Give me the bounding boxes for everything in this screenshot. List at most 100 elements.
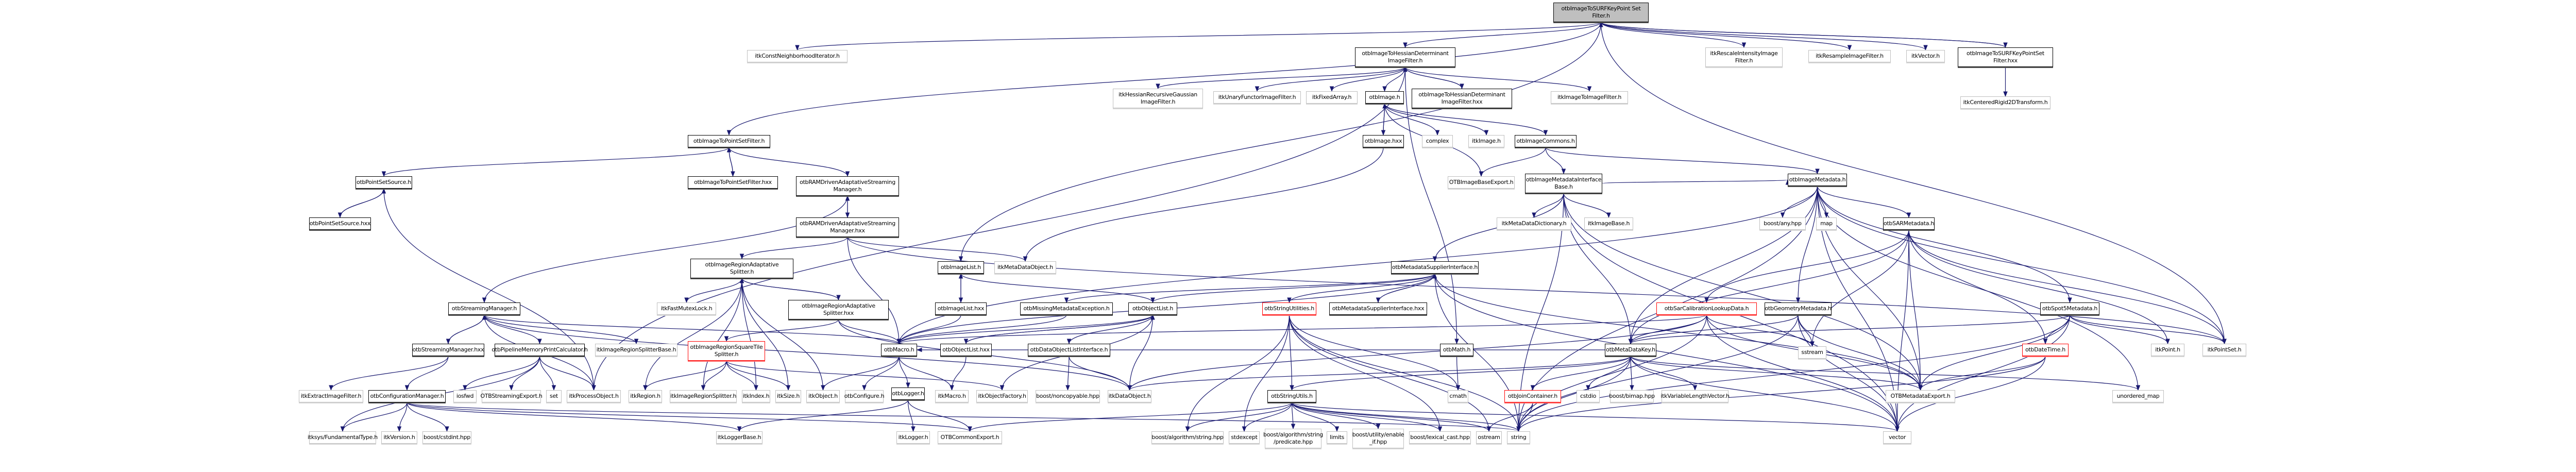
edge-imgToPS-to-psSource — [381, 147, 730, 177]
edge-metaDataKey-to-stringUtils — [1290, 356, 1631, 391]
edge-configMgr-to-loggerBase — [406, 402, 742, 432]
edge-streamMgrHxx-to-extractImg — [329, 356, 449, 391]
edge-imgCommons-to-mdIfaceBase — [1545, 147, 1566, 175]
edge-mdIfaceBase-to-metaDataKey — [1563, 193, 1633, 345]
graph-node-object-list-hxx[interactable]: otbObjectList.hxx — [940, 344, 992, 356]
edge-stringUtilities-to-string — [1289, 314, 1521, 432]
edge-otbLogger-to-itkLogger — [907, 399, 916, 432]
edge-metaDataKey-to-joinContainer — [1530, 356, 1631, 391]
graph-node-hess-det[interactable]: otbImageToHessianDeterminant ImageFilter… — [1355, 47, 1455, 67]
graph-node-otb-image[interactable]: otbImage.h — [1365, 91, 1404, 104]
graph-node-sstream: sstream — [1798, 346, 1826, 359]
edge-stringUtilities-to-stdexcept — [1242, 314, 1290, 432]
edge-metaDataKey-to-varLenVec — [1630, 356, 1698, 391]
graph-node-config-mgr[interactable]: otbConfigurationManager.h — [368, 390, 446, 402]
edge-streamMgr-to-otbMacro — [484, 314, 902, 345]
edge-configMgr-to-fundType — [340, 402, 408, 432]
graph-node-img-to-p-s[interactable]: otbImageToPointSetFilter.h — [688, 135, 770, 147]
edge-otbMacro-to-otbConfigure — [862, 356, 900, 391]
graph-node-spot5-metadata[interactable]: otbSpot5Metadata.h — [2040, 302, 2099, 315]
graph-node-surf-hxx[interactable]: otbImageToSURFKeyPointSet Filter.hxx — [1958, 47, 2053, 67]
edge-sarMetadata-to-sarCalib — [1704, 229, 1909, 304]
graph-node-image-list[interactable]: otbImageList.h — [938, 261, 984, 274]
graph-node-otb-macro[interactable]: otbMacro.h — [881, 344, 917, 356]
graph-node-md-iface-base[interactable]: otbImageMetadataInterface Base.h — [1525, 174, 1602, 193]
graph-node-otb-image-hxx[interactable]: otbImage.hxx — [1363, 135, 1404, 147]
graph-node-noncopyable: boost/noncopyable.hpp — [1036, 390, 1100, 402]
edge-spot5Metadata-to-mdExport — [1918, 314, 2071, 391]
edge-regAdaptSplit-to-itkRegion — [643, 278, 742, 391]
edge-sarCalib-to-vector — [1706, 314, 1900, 432]
edge-root-to-rescale — [1600, 22, 1747, 48]
graph-node-image-list-hxx[interactable]: otbImageList.hxx — [935, 302, 987, 315]
edge-imgMetadata-to-vector — [1817, 186, 1900, 432]
graph-node-geom-metadata[interactable]: otbGeometryMetadata.h — [1765, 302, 1832, 315]
graph-node-itk-logger: itkLogger.h — [896, 431, 930, 444]
graph-node-common-export: OTBCommonExport.h — [938, 431, 1002, 444]
graph-node-itk-object: itkObject.h — [806, 390, 840, 402]
edge-regAdaptSplitHxx-to-regAdaptSplit — [739, 277, 839, 300]
graph-node-square-tile[interactable]: otbImageRegionSquareTile Splitter.h — [688, 341, 765, 361]
edge-stringUtils-to-enableIf — [1291, 402, 1381, 430]
graph-node-join-container[interactable]: otbJoinContainer.h — [1504, 390, 1561, 402]
edge-imgToPSHxx-to-imgToPS — [726, 146, 734, 177]
graph-node-date-time[interactable]: otbDateTime.h — [2022, 344, 2069, 356]
graph-node-ram-h[interactable]: otbRAMDrivenAdaptativeStreaming Manager.… — [796, 176, 899, 196]
edge-dataObjListIface-to-noncopyable — [1065, 356, 1070, 391]
graph-node-string-utils[interactable]: otbStringUtils.h — [1267, 390, 1316, 402]
edge-regAdaptSplit-to-fastMutex — [684, 278, 742, 304]
edge-psSource-to-processObject — [383, 188, 596, 391]
graph-node-sar-calib[interactable]: otbSarCalibrationLookupData.h — [1656, 302, 1757, 315]
edge-otbMacro-to-itkMacro — [899, 356, 954, 391]
edge-hessDet-to-fixedArray — [1329, 66, 1406, 92]
graph-node-ostream: ostream — [1476, 431, 1502, 444]
graph-node-meta-data-key[interactable]: otbMetaDataKey.h — [1605, 344, 1656, 356]
graph-node-stream-mgr[interactable]: otbStreamingManager.h — [448, 302, 520, 315]
edge-imgMetadata-to-unorderedMap — [1817, 186, 2141, 391]
graph-node-otb-math[interactable]: otbMath.h — [1440, 344, 1473, 356]
graph-node-itk-vector: itkVector.h — [1906, 50, 1945, 62]
edge-mdIfaceBase-to-mdExport — [1563, 193, 1923, 391]
edge-otbImage-to-imgCommons — [1384, 103, 1548, 136]
graph-node-pipeline-mem[interactable]: otbPipelineMemoryPrintCalculator.h — [492, 344, 588, 356]
graph-node-img-commons[interactable]: otbImageCommons.h — [1515, 135, 1577, 147]
graph-node-reg-splitter: itkImageRegionSplitter.h — [670, 390, 737, 402]
graph-node-rescale: itkRescaleIntensityImage Filter.h — [1705, 47, 1783, 67]
edge-otbImage-to-complex — [1384, 103, 1440, 136]
graph-node-data-obj-list-iface[interactable]: otbDataObjectListInterface.h — [1028, 344, 1110, 356]
graph-node-string-utilities[interactable]: otbStringUtilities.h — [1262, 302, 1316, 315]
graph-node-reg-adapt-split[interactable]: otbImageRegionAdaptative Splitter.h — [690, 259, 793, 278]
graph-node-ram-hxx[interactable]: otbRAMDrivenAdaptativeStreaming Manager.… — [796, 217, 899, 237]
graph-node-reg-adapt-split-hxx[interactable]: otbImageRegionAdaptative Splitter.hxx — [788, 300, 889, 319]
edge-squareTile-to-itkRegion — [643, 360, 727, 391]
edge-stringUtils-to-boostString — [1185, 402, 1293, 432]
graph-node-sar-metadata[interactable]: otbSARMetadata.h — [1883, 217, 1935, 230]
edge-stringUtilities-to-cmath — [1289, 314, 1461, 391]
edge-sarMetadata-to-itkPoint — [1908, 229, 2170, 345]
edge-configMgr-to-string — [406, 402, 1521, 432]
graph-node-root[interactable]: otbImageToSURFKeyPoint Set Filter.h — [1553, 3, 1649, 22]
graph-node-unary-functor: itkUnaryFunctorImageFilter.h — [1213, 91, 1301, 104]
edge-streamMgr-to-dataObject — [484, 314, 1132, 391]
graph-node-hess-det-hxx[interactable]: otbImageToHessianDeterminant ImageFilter… — [1412, 89, 1512, 108]
graph-node-otb-logger[interactable]: otbLogger.h — [891, 387, 925, 400]
edge-sarMetadata-to-metaDataKey — [1628, 229, 1909, 345]
graph-node-ps-source[interactable]: otbPointSetSource.h — [355, 176, 412, 189]
edge-dateTime-to-string — [1516, 356, 2046, 432]
edge-ramH-to-streamMgr — [482, 195, 848, 304]
graph-node-img-to-p-s-hxx[interactable]: otbImageToPointSetFilter.hxx — [688, 176, 778, 189]
graph-node-stream-mgr-hxx[interactable]: otbStreamingManager.hxx — [412, 344, 484, 356]
graph-node-object-list[interactable]: otbObjectList.h — [1128, 302, 1177, 315]
edge-objectListHxx-to-itkMacro — [950, 356, 967, 391]
graph-node-missing-md[interactable]: otbMissingMetadataException.h — [1020, 302, 1113, 315]
graph-node-img-metadata[interactable]: otbImageMetadata.h — [1788, 174, 1847, 186]
graph-node-md-supplier[interactable]: otbMetadataSupplierInterface.h — [1391, 261, 1479, 274]
graph-node-ps-source-hxx[interactable]: otbPointSetSource.hxx — [309, 217, 371, 230]
edge-regAdaptSplit-to-regSplitter — [701, 278, 742, 391]
edge-otbImage-to-itkImage — [1384, 103, 1489, 136]
graph-node-md-supplier-hxx[interactable]: otbMetadataSupplierInterface.hxx — [1329, 302, 1427, 315]
edge-hessDet-to-unaryFunctor — [1255, 66, 1406, 92]
edge-imgCommons-to-imgMetadata — [1545, 147, 1820, 175]
graph-node-unordered-map: unordered_map — [2112, 390, 2164, 402]
graph-node-data-object: itkDataObject.h — [1108, 390, 1151, 402]
